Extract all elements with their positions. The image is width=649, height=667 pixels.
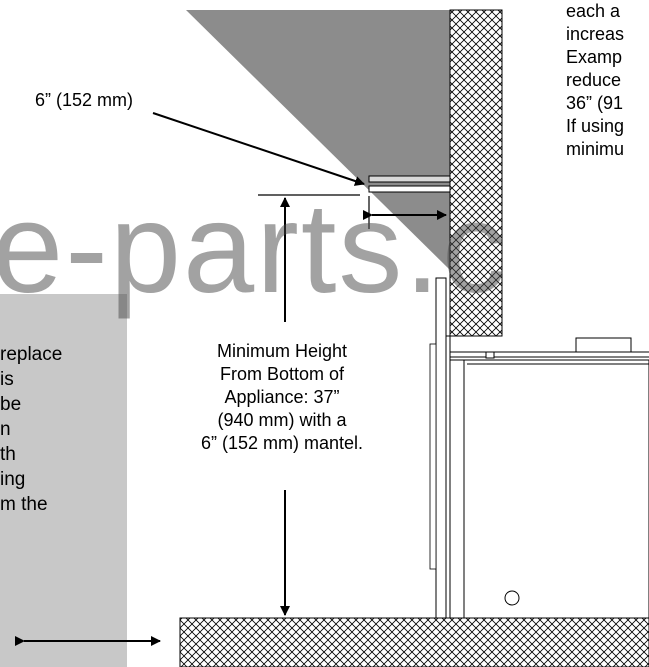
- min-height-line: Appliance: 37”: [224, 387, 340, 407]
- floor-hearth: [179, 617, 649, 667]
- min-height-line: 6” (152 mm) mantel.: [200, 433, 364, 453]
- note-line: n: [0, 419, 11, 440]
- note-line: each a: [566, 1, 621, 21]
- note-line: th: [0, 444, 16, 465]
- note-line: 36” (91: [566, 93, 624, 113]
- note-line: reduce: [566, 70, 622, 90]
- note-line: is: [0, 369, 14, 390]
- note-line: ing: [0, 469, 26, 490]
- fireplace-appliance: [429, 277, 649, 619]
- min-height-line: Minimum Height: [216, 341, 348, 361]
- control-knob-icon: [504, 590, 520, 606]
- min-height-line: From Bottom of: [219, 364, 345, 384]
- left-note-text: replace is be n th ing m the: [0, 342, 62, 517]
- note-line: Examp: [566, 47, 623, 67]
- minimum-height-label: Minimum Height From Bottom of Appliance:…: [168, 340, 396, 455]
- mantel-shelf-lower: [368, 185, 451, 193]
- note-line: m the: [0, 494, 48, 515]
- side-panel: [0, 294, 127, 667]
- note-line: replace: [0, 344, 63, 365]
- note-line: minimu: [566, 139, 625, 159]
- note-line: increas: [566, 24, 625, 44]
- note-line: If using: [566, 116, 625, 136]
- mantel-shape: [186, 10, 450, 270]
- wall: [449, 9, 503, 337]
- leader-arrow: [152, 112, 365, 186]
- mantel-depth-label: 6” (152 mm): [35, 90, 134, 110]
- right-note-text: each a increas Examp reduce 36” (91 If u…: [566, 0, 624, 161]
- note-line: be: [0, 394, 22, 415]
- mantel-shelf: [368, 175, 451, 183]
- min-height-line: (940 mm) with a: [217, 410, 347, 430]
